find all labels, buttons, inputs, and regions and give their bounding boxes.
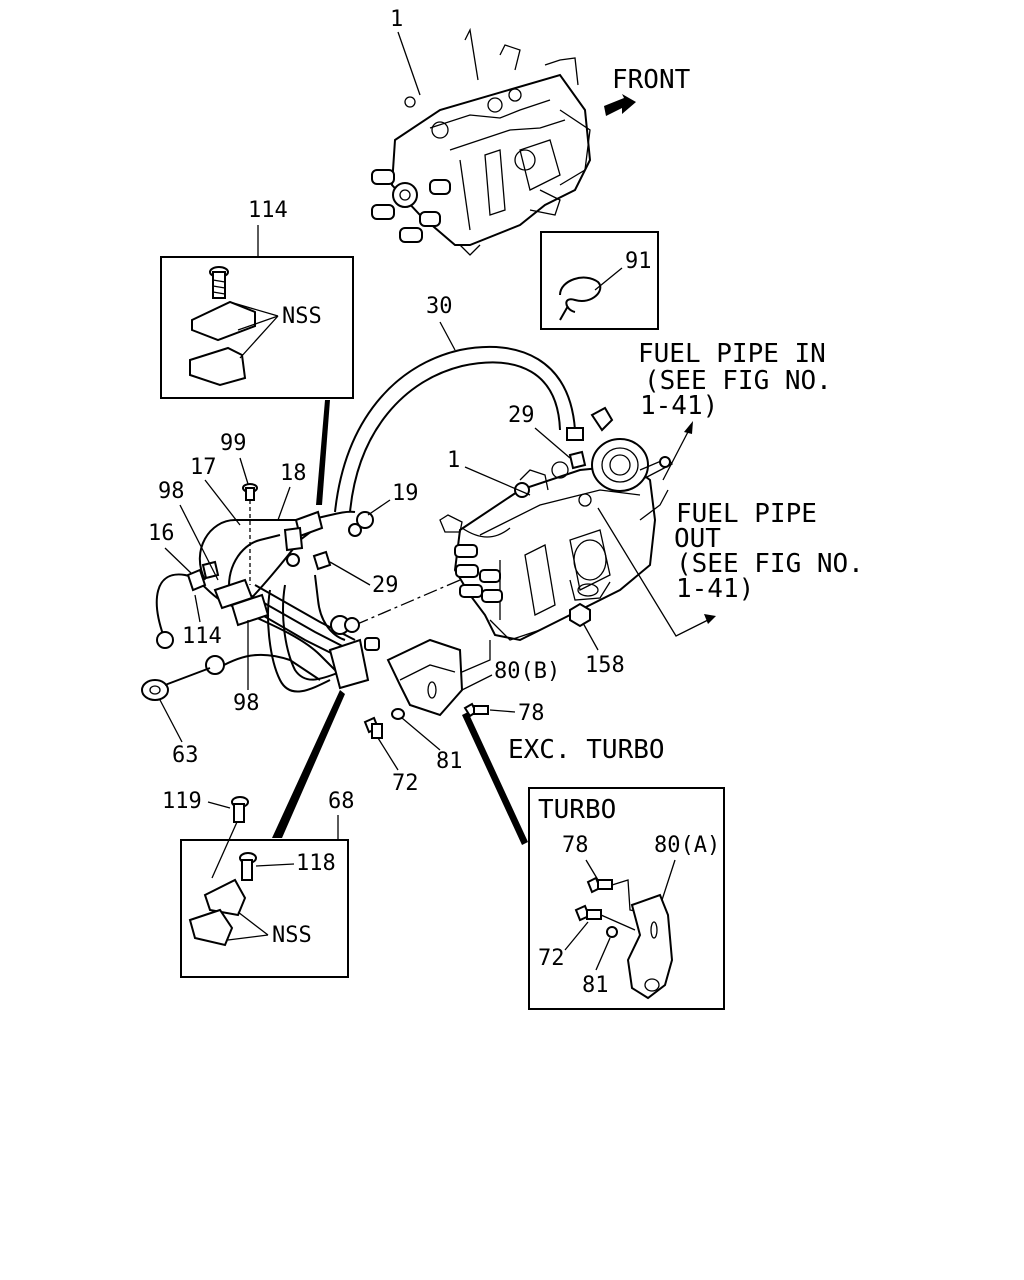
clamp-upper-icon xyxy=(191,300,256,342)
callout-63: 63 xyxy=(172,743,199,768)
callout-114-box: 114 xyxy=(248,198,288,223)
callout-98-lower: 98 xyxy=(233,691,260,716)
return-pipe-30 xyxy=(334,345,576,513)
clamp-68-upper-icon xyxy=(203,878,247,917)
callout-turbo-81: 81 xyxy=(582,973,609,998)
callout-turbo-80a: 80(A) xyxy=(654,833,720,858)
callout-68: 68 xyxy=(328,789,355,814)
clamp-114-box xyxy=(160,256,354,399)
callout-18: 18 xyxy=(280,461,307,486)
callout-1-mid: 1 xyxy=(447,448,460,473)
fuel-pipe-in-line3: 1-41) xyxy=(640,391,718,421)
turbo-title: TURBO xyxy=(538,795,616,825)
fuel-pipe-out-line3: (SEE FIG NO. xyxy=(676,549,864,579)
callout-turbo-72: 72 xyxy=(538,946,565,971)
callout-81: 81 xyxy=(436,749,463,774)
fuel-in-arrow-icon xyxy=(684,421,693,434)
callout-114-low: 114 xyxy=(182,624,222,649)
clip-91-box xyxy=(540,231,659,330)
nut-158-icon xyxy=(569,602,591,628)
detail-wedge-68 xyxy=(272,690,345,838)
callout-118: 118 xyxy=(296,851,336,876)
bolt-99-icon xyxy=(242,483,258,501)
callout-91: 91 xyxy=(625,249,652,274)
fuel-pipe-in-line1: FUEL PIPE IN xyxy=(638,339,826,369)
callout-72: 72 xyxy=(392,771,419,796)
turbo-bolt-72-icon xyxy=(574,904,602,922)
injection-pump-main xyxy=(439,406,673,642)
front-arrow-icon xyxy=(604,94,636,116)
front-label: FRONT xyxy=(612,65,691,95)
detail-wedge-114 xyxy=(316,400,330,505)
clamp-68-lower-icon xyxy=(188,908,234,947)
clamp-68-box xyxy=(180,839,349,978)
fuel-pipe-out-line4: 1-41) xyxy=(676,574,754,604)
bolt-72-icon xyxy=(363,716,383,739)
callout-16: 16 xyxy=(148,521,175,546)
clamp-lower-icon xyxy=(189,346,247,387)
bracket-80b-icon xyxy=(386,638,464,717)
fuel-out-arrow-icon xyxy=(704,614,716,624)
exc-turbo-label: EXC. TURBO xyxy=(508,735,665,765)
injection-pipes-group xyxy=(155,510,380,693)
leader-1-top xyxy=(397,31,421,96)
turbo-bracket-80a-icon xyxy=(626,893,674,1000)
fuel-pipe-out-line2: OUT xyxy=(674,524,721,554)
callout-17: 17 xyxy=(190,455,217,480)
callout-29-top: 29 xyxy=(508,403,535,428)
bolt-118-icon xyxy=(239,852,257,881)
turbo-washer-81-icon xyxy=(606,926,618,938)
gasket-29-icon xyxy=(312,550,332,571)
washer-81-icon xyxy=(391,708,405,720)
callout-99: 99 xyxy=(220,431,247,456)
nss-label-b: NSS xyxy=(272,923,312,948)
eye-fitting-63-icon xyxy=(141,679,169,701)
callout-1-top: 1 xyxy=(390,7,403,32)
callout-30: 30 xyxy=(426,294,453,319)
fuel-pipe-out-line1: FUEL PIPE xyxy=(676,499,817,529)
callout-19: 19 xyxy=(392,481,419,506)
fuel-pipe-in-line2: (SEE FIG NO. xyxy=(644,366,832,396)
turbo-bolt-78-icon xyxy=(586,876,613,894)
injection-pump-top-view xyxy=(371,27,592,256)
pipe-clip-icon xyxy=(559,276,602,321)
callout-119: 119 xyxy=(162,789,202,814)
callout-78: 78 xyxy=(518,701,545,726)
clamp-bolt-icon xyxy=(209,266,229,299)
callout-turbo-78: 78 xyxy=(562,833,589,858)
bolt-119-icon xyxy=(231,796,249,823)
turbo-detail-box xyxy=(528,787,725,1010)
callout-158: 158 xyxy=(585,653,625,678)
callout-98-upper: 98 xyxy=(158,479,185,504)
callout-80b: 80(B) xyxy=(494,659,560,684)
detail-wedge-turbo xyxy=(462,712,528,845)
callout-29-mid: 29 xyxy=(372,573,399,598)
nss-label-a: NSS xyxy=(282,304,322,329)
